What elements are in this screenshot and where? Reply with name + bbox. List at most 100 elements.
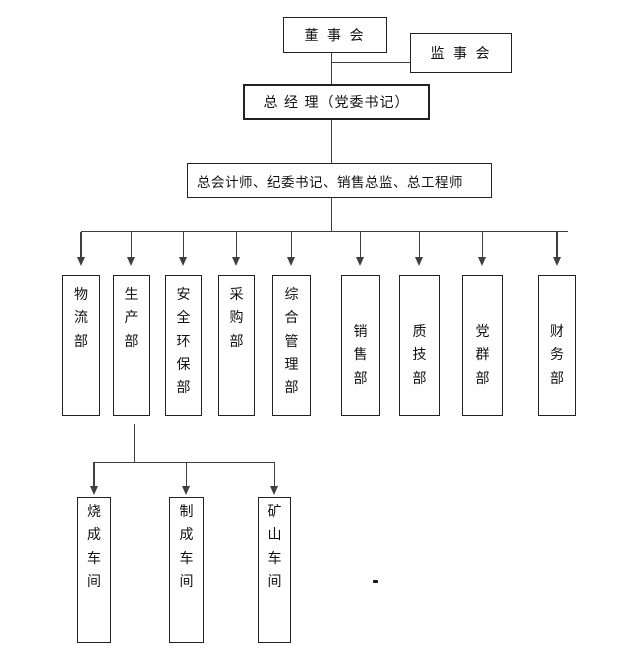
arrow-shaft — [93, 462, 95, 486]
arrow-down-dept-3 — [179, 232, 188, 266]
arrow-head-icon — [127, 257, 135, 266]
connector-staff-to-bus — [331, 198, 333, 232]
vertical-char: 产 — [124, 310, 139, 327]
arrow-shaft — [359, 232, 362, 257]
vertical-char: 群 — [475, 347, 490, 364]
vertical-char: 间 — [179, 573, 194, 590]
vertical-char: 烧 — [87, 504, 101, 520]
arrow-head-icon — [232, 257, 240, 266]
arrow-head-icon — [179, 257, 187, 266]
arrow-head-icon — [356, 257, 364, 266]
dept-finance: 财务部 — [538, 275, 576, 416]
node-staff-row: 总会计师、纪委书记、销售总监、总工程师 — [187, 163, 492, 198]
vertical-char: 售 — [353, 347, 368, 364]
arrow-head-icon — [270, 486, 278, 495]
vertical-char: 部 — [74, 333, 88, 350]
vertical-char: 部 — [176, 380, 191, 397]
connector-production-drop — [133, 424, 135, 462]
arrow-shaft — [273, 462, 276, 486]
arrow-shaft — [418, 232, 421, 257]
vertical-char: 部 — [353, 370, 368, 387]
connector-gm-to-staff — [331, 120, 333, 163]
arrow-head-icon — [76, 257, 85, 266]
vertical-char: 环 — [176, 333, 191, 350]
workshop-finishing: 制成车间 — [169, 497, 204, 643]
workshop-mining: 矿山车间 — [258, 497, 291, 643]
arrow-down-dept-7 — [415, 232, 424, 266]
vertical-char: 部 — [412, 370, 427, 387]
vertical-char: 销 — [353, 324, 368, 340]
vertical-char: 车 — [267, 550, 282, 567]
vertical-char: 间 — [267, 573, 282, 590]
arrow-down-dept-6 — [356, 232, 365, 266]
vertical-char: 全 — [176, 310, 191, 327]
stray-dot — [373, 580, 378, 583]
dept-production: 生产部 — [113, 275, 150, 416]
vertical-char: 财 — [550, 324, 564, 340]
vertical-char: 山 — [267, 527, 282, 544]
node-general-manager: 总 经 理（党委书记） — [243, 84, 430, 120]
vertical-char: 合 — [284, 310, 299, 327]
vertical-char: 间 — [87, 573, 101, 590]
vertical-char: 管 — [284, 333, 299, 350]
dept-purchasing: 采购部 — [218, 275, 255, 416]
arrow-shaft — [80, 232, 82, 257]
vertical-char: 理 — [284, 356, 299, 373]
arrow-down-workshop-1 — [89, 462, 99, 495]
arrow-shaft — [481, 232, 484, 257]
vertical-char: 车 — [87, 550, 101, 567]
arrow-down-dept-9 — [552, 232, 562, 266]
arrow-head-icon — [287, 257, 295, 266]
vertical-char: 流 — [74, 310, 88, 327]
workshop-sintering: 烧成车间 — [77, 497, 111, 643]
vertical-char: 部 — [229, 333, 244, 350]
arrow-shaft — [290, 232, 293, 257]
vertical-char: 党 — [475, 324, 490, 340]
dept-party-mass: 党群部 — [462, 275, 503, 416]
vertical-char: 采 — [229, 287, 244, 303]
vertical-char: 成 — [87, 527, 101, 544]
vertical-char: 部 — [124, 333, 139, 350]
vertical-char: 成 — [179, 527, 194, 544]
arrow-down-dept-5 — [287, 232, 296, 266]
node-supervisory-board: 监 事 会 — [410, 33, 512, 73]
arrow-shaft — [556, 232, 558, 257]
arrow-head-icon — [89, 486, 98, 495]
arrow-shaft — [235, 232, 238, 257]
arrow-down-dept-4 — [232, 232, 241, 266]
node-board-of-directors: 董 事 会 — [283, 17, 387, 53]
dept-sales: 销售部 — [341, 275, 380, 416]
arrow-head-icon — [552, 257, 561, 266]
dept-quality-technology: 质技部 — [399, 275, 440, 416]
vertical-char: 购 — [229, 310, 244, 327]
arrow-head-icon — [478, 257, 486, 266]
vertical-char: 技 — [412, 347, 427, 364]
arrow-down-workshop-3 — [270, 462, 279, 495]
vertical-char: 制 — [179, 504, 194, 520]
vertical-char: 保 — [176, 356, 191, 373]
vertical-char: 质 — [412, 324, 427, 340]
connector-workshop-bus — [94, 461, 275, 463]
arrow-down-dept-2 — [127, 232, 136, 266]
vertical-char: 车 — [179, 550, 194, 567]
vertical-char: 矿 — [267, 504, 282, 520]
dept-general-management: 综合管理部 — [272, 275, 311, 416]
vertical-char: 部 — [475, 370, 490, 387]
arrow-head-icon — [415, 257, 423, 266]
connector-board-to-gm — [331, 53, 333, 84]
arrow-shaft — [185, 462, 188, 486]
connector-board-to-supervisory — [331, 61, 410, 63]
dept-logistics: 物流部 — [62, 275, 100, 416]
arrow-shaft — [130, 232, 133, 257]
vertical-char: 综 — [284, 287, 299, 303]
dept-safety-environment: 安全环保部 — [165, 275, 202, 416]
vertical-char: 物 — [74, 287, 88, 303]
arrow-shaft — [182, 232, 185, 257]
arrow-down-dept-1 — [76, 232, 86, 266]
vertical-char: 部 — [550, 370, 564, 387]
vertical-char: 务 — [550, 347, 564, 364]
arrow-head-icon — [182, 486, 190, 495]
arrow-down-dept-8 — [478, 232, 487, 266]
vertical-char: 安 — [176, 287, 191, 303]
